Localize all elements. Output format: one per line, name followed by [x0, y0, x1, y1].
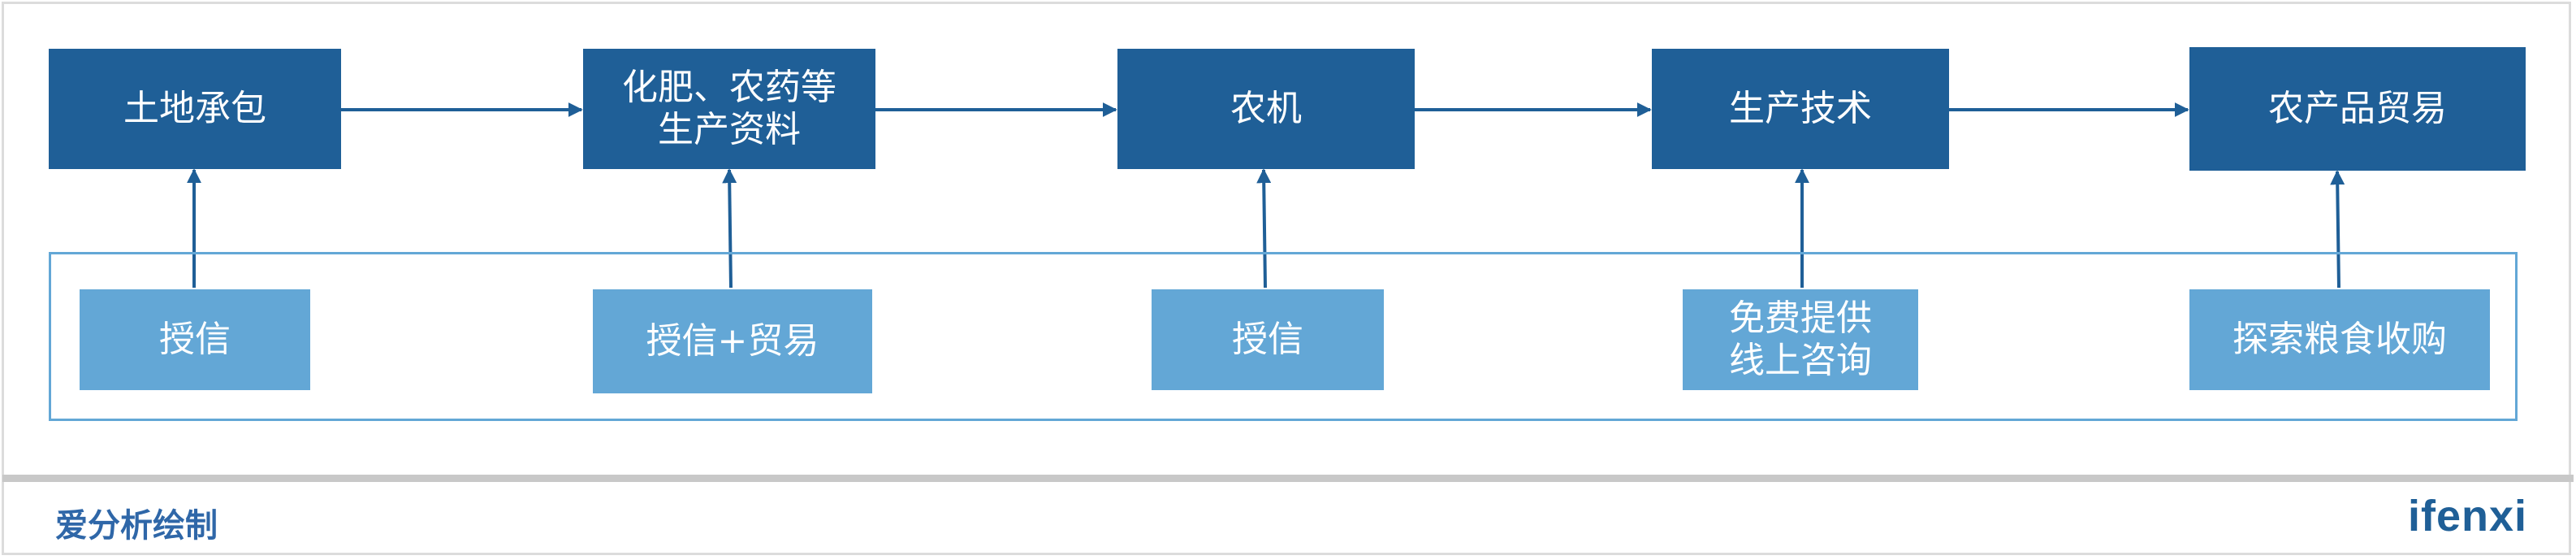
ifenxi-logo: ifenxi [2407, 492, 2527, 540]
stage-machinery: 农机 [1117, 49, 1415, 169]
support-group [49, 252, 2518, 421]
support-credit-1: 授信 [80, 289, 310, 390]
support-credit-2: 授信 [1152, 289, 1384, 390]
support-grain: 探索粮食收购 [2189, 289, 2490, 390]
arrow-support-3 [1256, 168, 1272, 289]
support-consult: 免费提供 线上咨询 [1683, 289, 1918, 390]
arrow-support-2 [722, 168, 737, 289]
stage-inputs: 化肥、农药等 生产资料 [583, 49, 875, 169]
arrow-support-5 [2330, 170, 2345, 289]
stage-trade: 农产品贸易 [2189, 47, 2526, 171]
stage-land: 土地承包 [49, 49, 341, 169]
footer-divider [2, 475, 2574, 482]
stage-tech: 生产技术 [1652, 49, 1949, 169]
support-credit-trade: 授信+贸易 [593, 289, 872, 393]
source-label: 爱分析绘制 [55, 507, 218, 545]
connector-arrows [187, 102, 2345, 289]
value-chain-diagram: 土地承包 化肥、农药等 生产资料 农机 生产技术 农产品贸易 授信 授信+贸易 … [49, 47, 2526, 421]
